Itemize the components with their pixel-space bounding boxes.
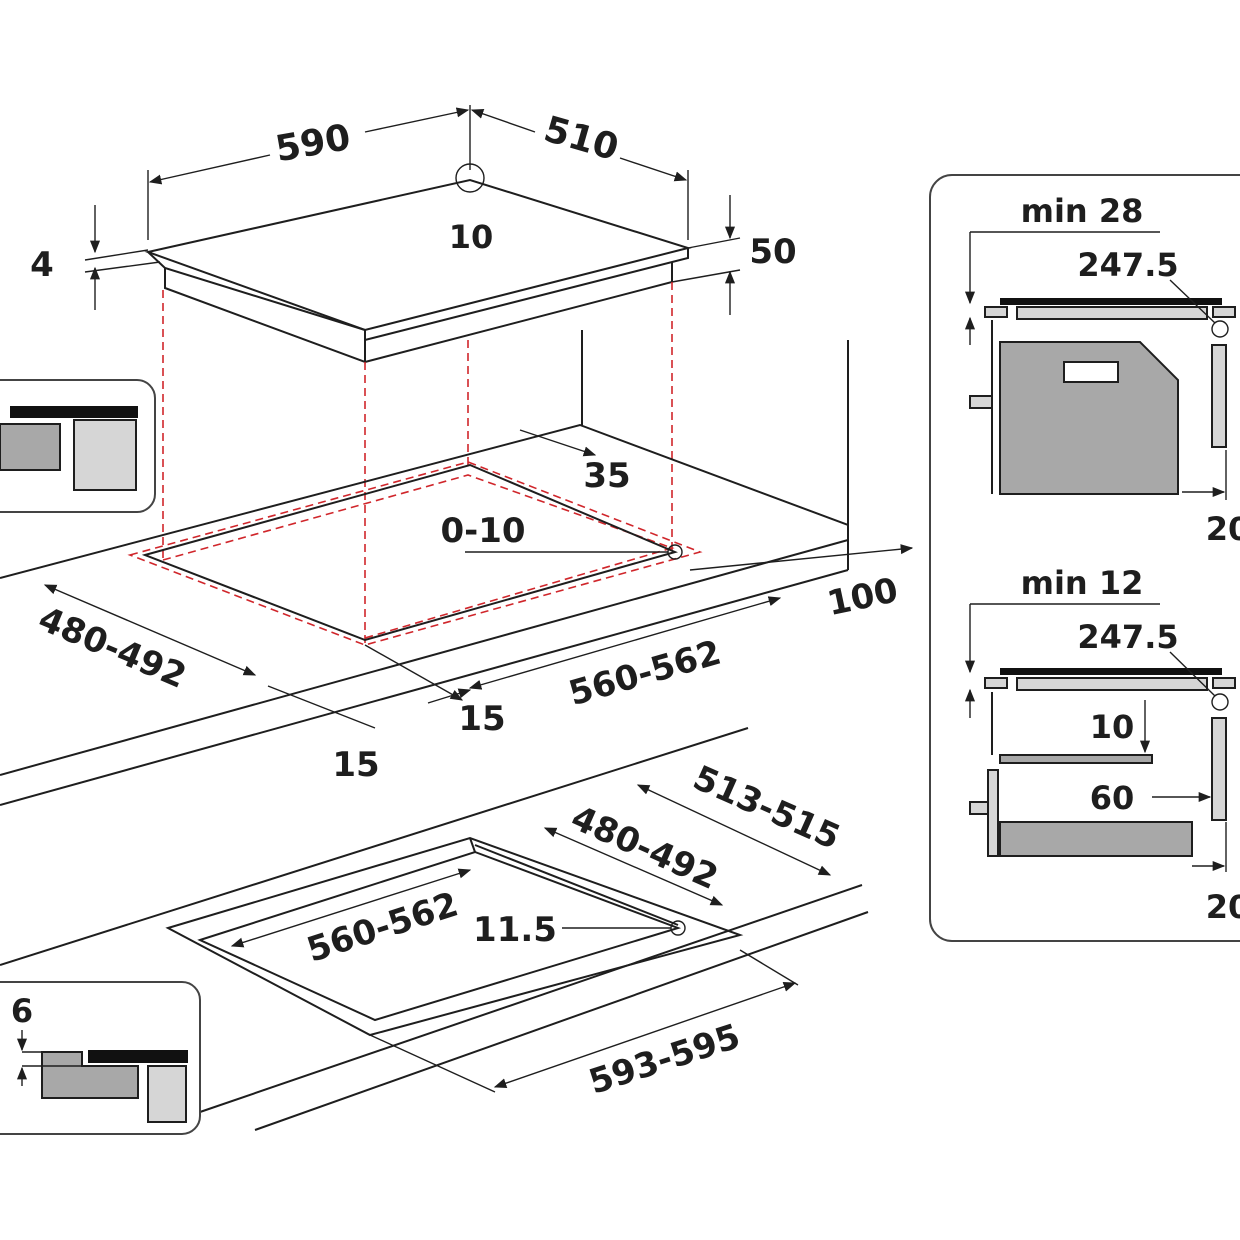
drawer-min-clearance-label: min 12 [1021,564,1144,602]
cooktop-width-label: 590 [272,117,353,170]
glass-section [10,406,138,418]
flush-outer-depth-label: 513-515 [687,758,846,858]
install-oven-section: min 28 247.5 20 [964,192,1240,548]
installation-panel: min 28 247.5 20 min 12 247.5 [929,174,1240,942]
separation-panel [999,754,1153,764]
flush-outer-width-label: 593-595 [584,1016,745,1102]
front-clearance-right-label: 15 [458,699,505,739]
corner-radius-circle [455,163,485,193]
drawer-distance-label: 247.5 [1077,618,1178,656]
corner-radius-label: 10 [449,218,494,256]
drawer-bottom-gap-label: 20 [1206,888,1240,926]
flush-cut-inner [197,850,682,1022]
detail-flush-edge: 6 [0,981,201,1135]
install-drawer-section: min 12 247.5 10 60 20 [964,564,1240,926]
oven-bottom-gap-label: 20 [1206,510,1240,548]
cut-width-label: 560-562 [564,633,725,714]
flush-recess-outer [165,836,744,1037]
detail-standard-edge [0,379,156,513]
cooktop-glass [144,178,692,332]
total-height-label: 50 [749,232,796,272]
glass-thickness-label: 4 [30,245,54,285]
flush-frame-section [147,1065,187,1123]
drawer-gap-rear-label: 60 [1090,779,1135,817]
cooktop-body [164,268,366,364]
flush-corner-radius-label: 11.5 [473,910,557,950]
drawer-gap-panel-label: 10 [1090,708,1135,746]
flush-worktop-section [41,1051,139,1099]
rear-clearance-label: 35 [583,456,630,496]
front-clearance-left-label: 15 [332,745,379,785]
drawer-body [999,821,1193,857]
side-clearance-label: 100 [824,570,902,624]
cooktop-frame-section [73,419,137,491]
cut-guides [127,282,703,646]
cooktop-drawing: 590 510 10 4 50 [30,105,797,364]
clip-radius-label: 0-10 [440,511,525,551]
worktop-section [0,423,61,471]
cutout-hole [141,463,679,642]
cooktop-depth-label: 510 [539,109,623,169]
flush-inner-depth-label: 480-492 [565,798,724,898]
oven-min-clearance-label: min 28 [1021,192,1144,230]
oven-distance-label: 247.5 [1077,246,1178,284]
flush-glass-section [88,1050,188,1063]
recess-depth-label: 6 [11,992,33,1030]
oven-body [999,341,1179,495]
